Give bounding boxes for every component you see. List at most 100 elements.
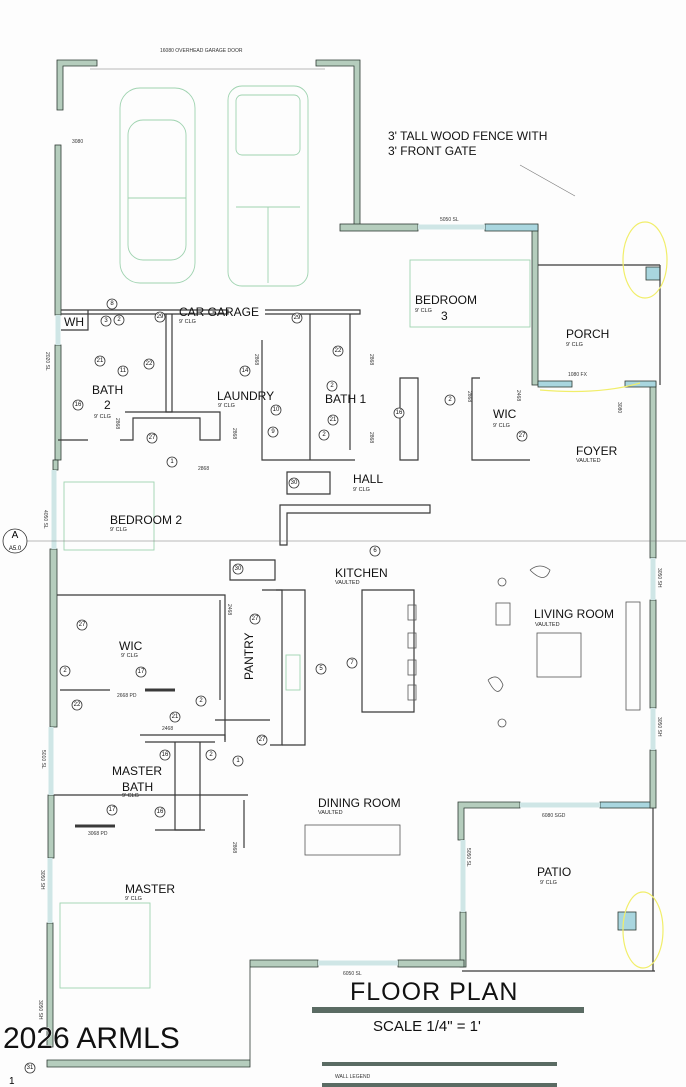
svg-text:2468: 2468 xyxy=(226,604,232,615)
svg-text:9' CLG: 9' CLG xyxy=(121,653,138,659)
svg-text:22: 22 xyxy=(74,702,81,708)
lamp-icon xyxy=(497,718,507,728)
cooktop-icon xyxy=(285,654,301,691)
svg-text:2: 2 xyxy=(199,698,203,704)
svg-text:27: 27 xyxy=(252,616,259,622)
svg-text:9' CLG: 9' CLG xyxy=(493,423,510,429)
svg-text:30: 30 xyxy=(235,566,242,572)
room-living-room: LIVING ROOM xyxy=(534,607,614,621)
svg-text:3050 SH: 3050 SH xyxy=(39,870,45,890)
svg-text:2868: 2868 xyxy=(114,418,120,429)
garage-door-label: 16080 OVERHEAD GARAGE DOOR xyxy=(160,48,243,54)
svg-text:3050 SH: 3050 SH xyxy=(656,568,662,588)
windows xyxy=(47,224,656,966)
svg-text:VAULTED: VAULTED xyxy=(335,580,360,586)
svg-text:27: 27 xyxy=(259,737,266,743)
svg-text:3: 3 xyxy=(441,309,448,323)
svg-text:27: 27 xyxy=(149,435,156,441)
room-patio: PATIO xyxy=(537,865,571,879)
svg-text:1: 1 xyxy=(170,459,174,465)
plan-scale: SCALE 1/4" = 1' xyxy=(373,1018,481,1035)
coffee-table-icon xyxy=(536,632,582,678)
room-bath-2: BATH xyxy=(92,383,123,397)
svg-text:2868: 2868 xyxy=(466,391,472,402)
fence-note-arrow xyxy=(519,164,576,197)
svg-text:4050 SL: 4050 SL xyxy=(42,510,48,529)
room-pantry: PANTRY xyxy=(242,632,256,680)
svg-text:21: 21 xyxy=(97,358,104,364)
svg-text:6: 6 xyxy=(373,548,377,554)
bed-icon xyxy=(409,259,531,328)
svg-text:5050 SL: 5050 SL xyxy=(440,217,459,223)
svg-text:30: 30 xyxy=(291,480,298,486)
svg-text:2868: 2868 xyxy=(198,466,209,472)
svg-text:9' CLG: 9' CLG xyxy=(179,319,196,325)
callouts: 8 3 2 29 21 11 22 16 27 1 29 14 10 9 22 … xyxy=(24,298,528,1074)
svg-text:VAULTED: VAULTED xyxy=(318,810,343,816)
walls xyxy=(46,59,661,1068)
svg-text:9' CLG: 9' CLG xyxy=(415,308,432,314)
furniture xyxy=(59,259,641,989)
svg-text:2: 2 xyxy=(209,752,213,758)
interior-walls xyxy=(54,309,530,848)
svg-text:3080: 3080 xyxy=(616,402,622,413)
svg-text:16: 16 xyxy=(157,809,164,815)
svg-text:29: 29 xyxy=(294,315,301,321)
svg-text:27: 27 xyxy=(79,622,86,628)
svg-text:7: 7 xyxy=(350,660,354,666)
svg-text:16: 16 xyxy=(162,752,169,758)
svg-text:21: 21 xyxy=(330,417,337,423)
svg-text:29: 29 xyxy=(157,314,164,320)
room-dining-room: DINING ROOM xyxy=(318,796,401,810)
svg-text:5050 SL: 5050 SL xyxy=(465,848,471,867)
svg-text:9' CLG: 9' CLG xyxy=(353,487,370,493)
svg-text:2868: 2868 xyxy=(231,428,237,439)
svg-text:10: 10 xyxy=(273,407,280,413)
svg-text:6050 SL: 6050 SL xyxy=(343,971,362,977)
svg-text:3050 SH: 3050 SH xyxy=(37,1000,43,1020)
bed-icon xyxy=(59,902,151,989)
svg-text:2868: 2868 xyxy=(368,432,374,443)
room-kitchen: KITCHEN xyxy=(335,566,388,580)
section-marker: A A5.0 xyxy=(2,528,28,554)
svg-text:2: 2 xyxy=(330,383,334,389)
svg-text:17: 17 xyxy=(138,669,145,675)
highlight-markup xyxy=(539,221,668,969)
room-foyer: FOYER xyxy=(576,444,618,458)
svg-text:9' CLG: 9' CLG xyxy=(110,527,127,533)
title-underline xyxy=(312,1007,584,1013)
svg-text:9' CLG: 9' CLG xyxy=(125,896,142,902)
svg-text:9' CLG: 9' CLG xyxy=(122,793,139,799)
chair-icon xyxy=(487,676,504,692)
room-master-bath: MASTER xyxy=(112,764,162,778)
svg-text:21: 21 xyxy=(172,714,179,720)
svg-text:8: 8 xyxy=(110,301,114,307)
fireplace-icon xyxy=(625,601,641,711)
svg-text:2: 2 xyxy=(104,398,111,412)
svg-text:VAULTED: VAULTED xyxy=(576,458,601,464)
fence-note-line2: 3' FRONT GATE xyxy=(388,144,477,158)
svg-text:1080 FX: 1080 FX xyxy=(568,372,588,378)
svg-text:3080: 3080 xyxy=(72,139,83,145)
svg-text:6080 SGD: 6080 SGD xyxy=(542,813,566,819)
svg-text:2: 2 xyxy=(448,397,452,403)
svg-text:27: 27 xyxy=(519,433,526,439)
svg-text:2868: 2868 xyxy=(231,842,237,853)
svg-text:VAULTED: VAULTED xyxy=(535,622,560,628)
svg-text:2868: 2868 xyxy=(253,354,259,365)
svg-text:2468: 2468 xyxy=(515,390,521,401)
lamp-icon xyxy=(497,577,507,587)
bed-icon xyxy=(63,481,155,551)
svg-text:5010 SL: 5010 SL xyxy=(40,750,46,769)
room-car-garage: CAR GARAGE xyxy=(179,305,259,319)
svg-text:17: 17 xyxy=(109,807,116,813)
svg-text:2468: 2468 xyxy=(162,726,173,732)
svg-text:3: 3 xyxy=(104,318,108,324)
svg-text:2868: 2868 xyxy=(368,354,374,365)
svg-text:3068 PD: 3068 PD xyxy=(88,831,108,837)
fence-note-line1: 3' TALL WOOD FENCE WITH xyxy=(388,129,547,143)
svg-text:2: 2 xyxy=(322,432,326,438)
room-bedroom-3: BEDROOM xyxy=(415,293,477,307)
room-bath-1: BATH 1 xyxy=(325,392,366,406)
room-laundry: LAUNDRY xyxy=(217,389,274,403)
